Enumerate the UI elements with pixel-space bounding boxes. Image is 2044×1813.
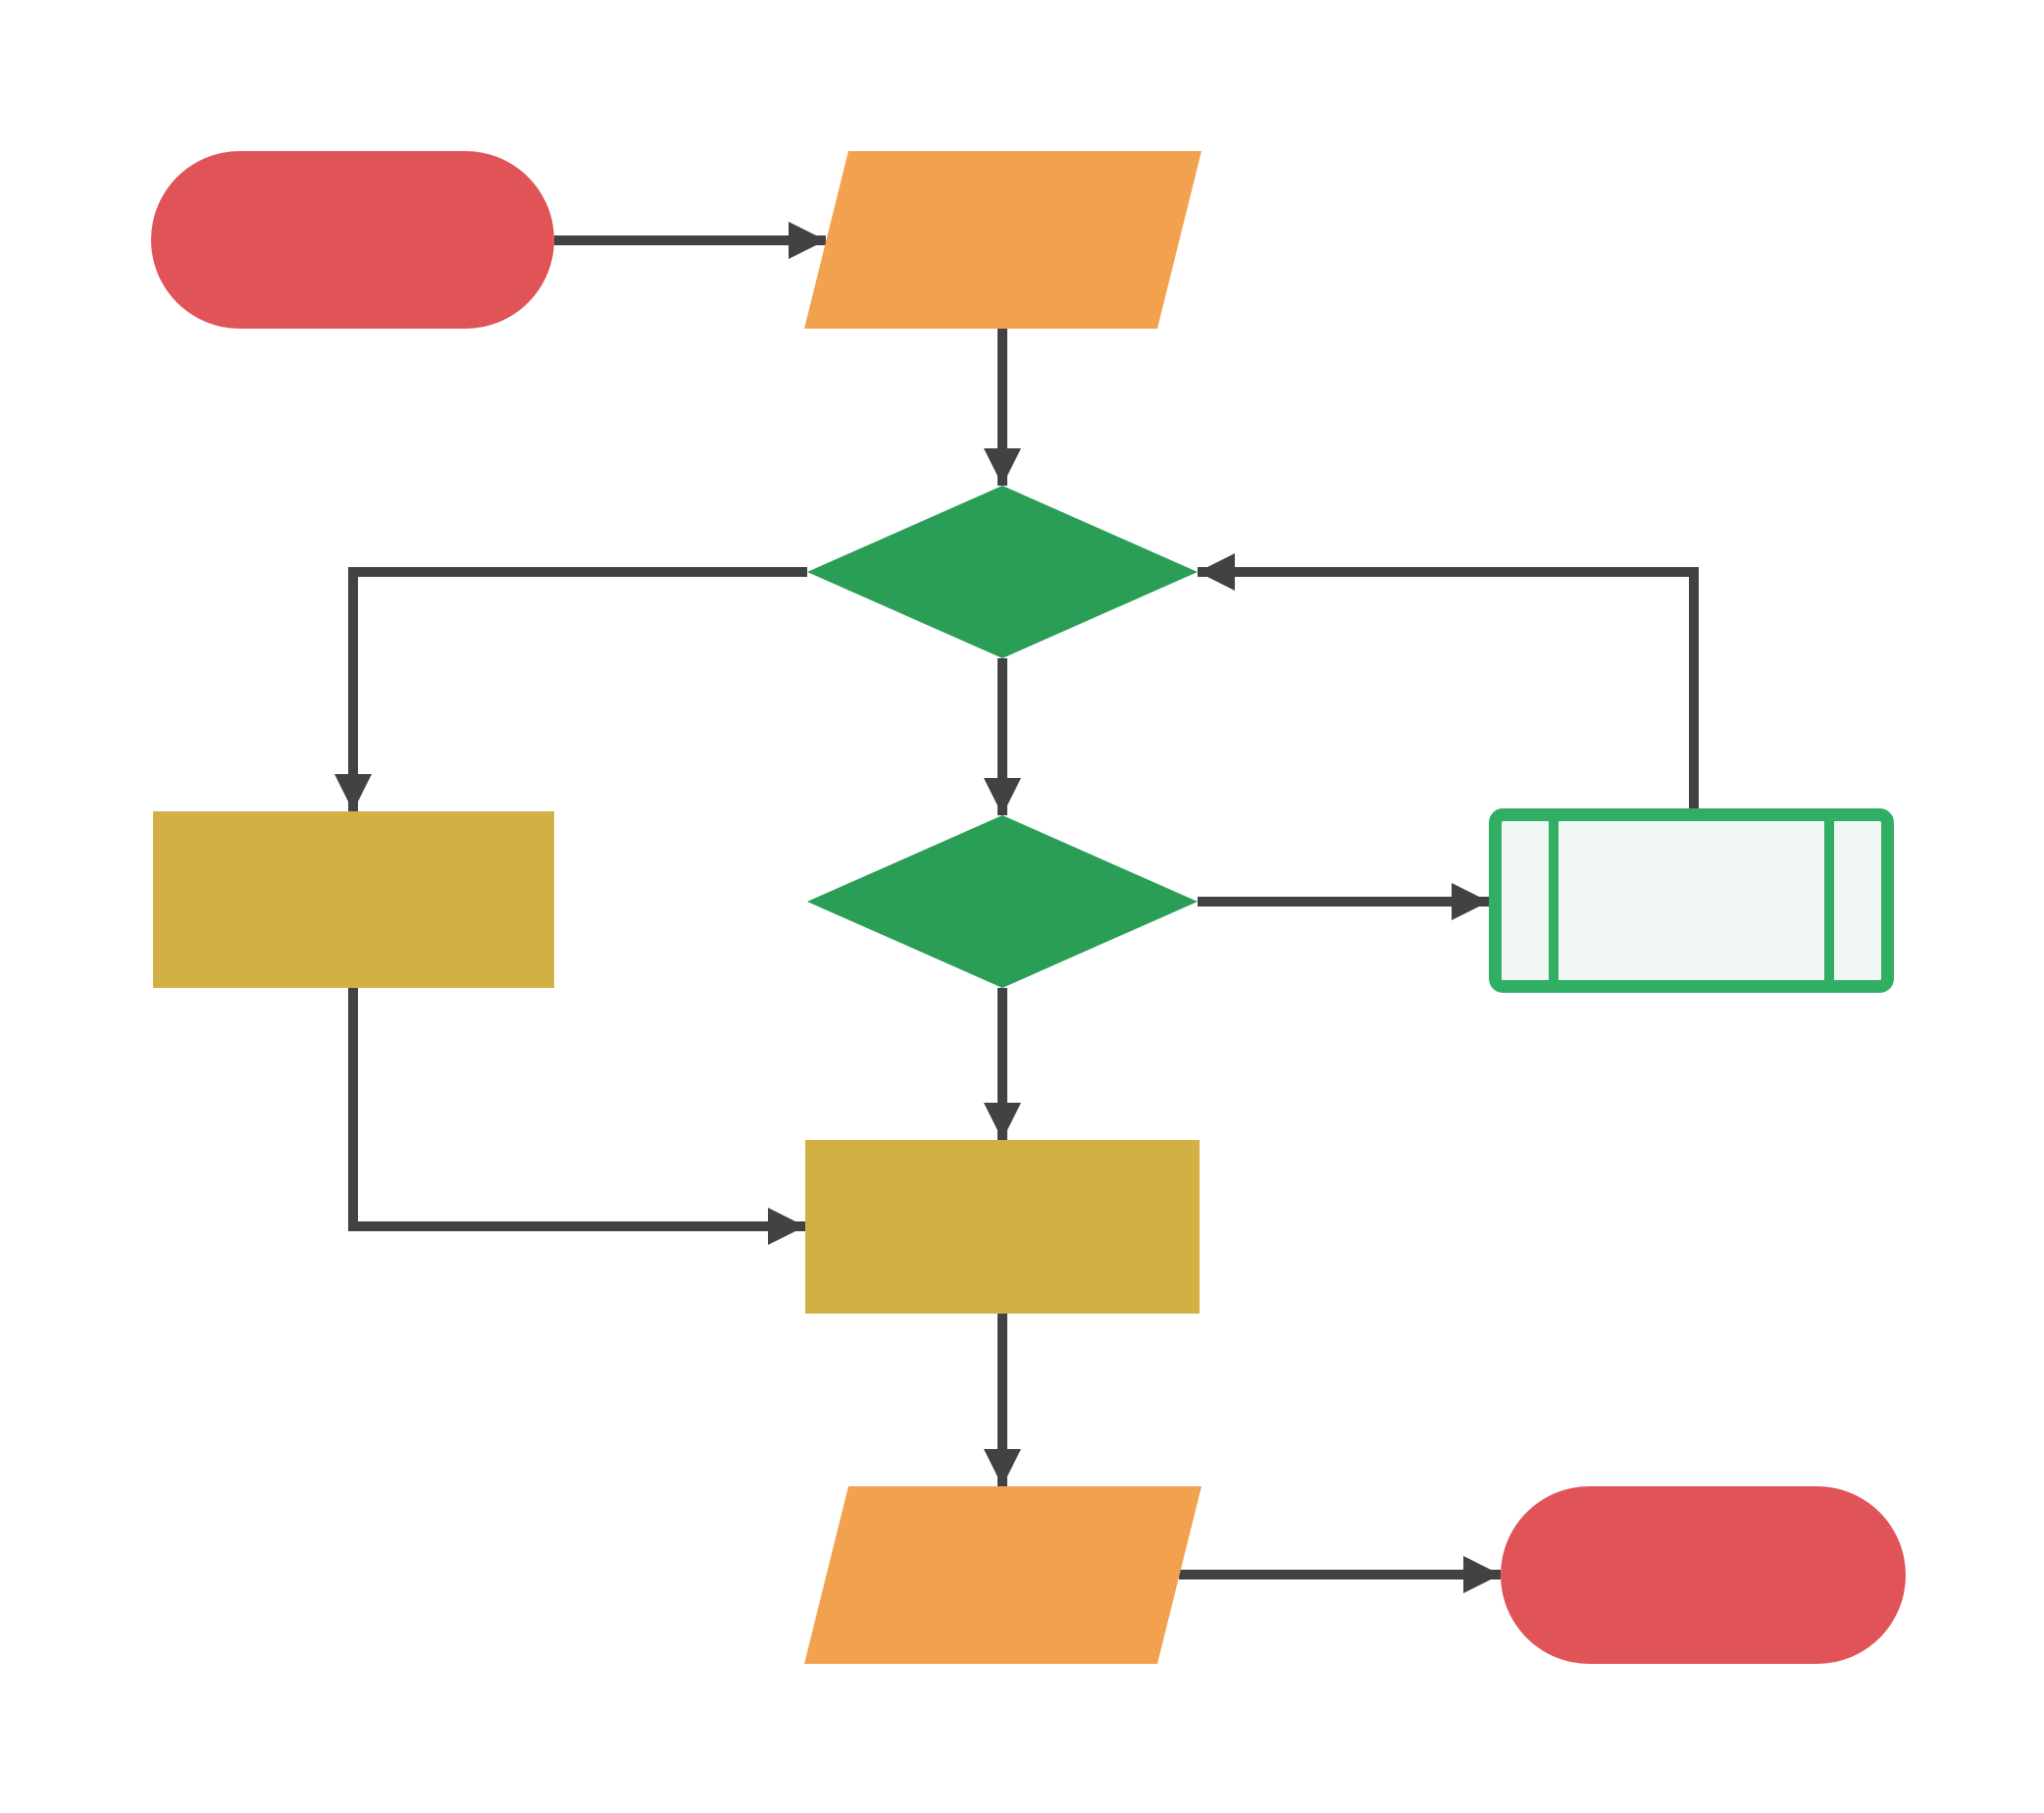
connector-subroutine-to-decision1 xyxy=(1198,553,1699,808)
nodes-layer xyxy=(151,151,1906,1664)
connector-process-left-to-process-mid xyxy=(348,988,805,1245)
io-parallelogram-top-node[interactable] xyxy=(804,151,1201,329)
edges-layer xyxy=(334,222,1699,1593)
process-rect-left-node[interactable] xyxy=(153,811,554,988)
predefined-process-node-body xyxy=(1489,808,1894,993)
decision-diamond-2-node[interactable] xyxy=(807,815,1198,988)
connector-decision1-to-process-left xyxy=(334,567,807,811)
decision-diamond-1-node[interactable] xyxy=(807,486,1198,658)
predefined-process-node[interactable] xyxy=(1489,808,1894,993)
terminator-end-node[interactable] xyxy=(1501,1486,1906,1664)
process-rect-middle-node[interactable] xyxy=(805,1140,1200,1314)
terminator-start-node[interactable] xyxy=(151,151,554,329)
io-parallelogram-bottom-node[interactable] xyxy=(804,1486,1201,1664)
